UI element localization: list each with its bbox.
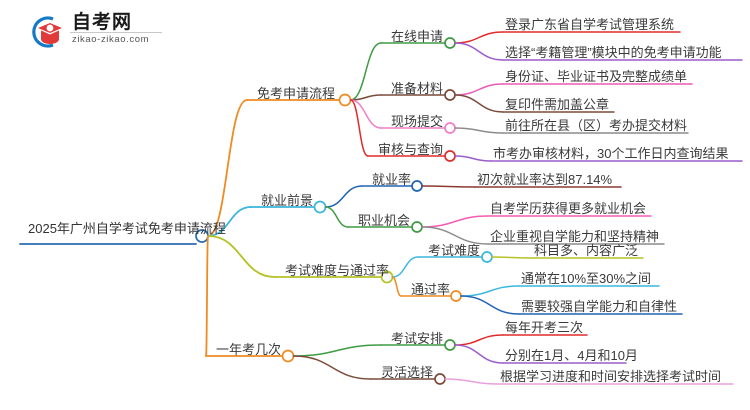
mindmap-node-dot[interactable]	[444, 122, 456, 134]
mindmap-node-dot[interactable]	[338, 93, 352, 107]
mindmap-edge	[454, 155, 492, 162]
mindmap-edge	[349, 99, 382, 129]
logo-domain: zikao-zikao.com	[72, 34, 150, 45]
mindmap-edge	[391, 276, 402, 297]
mindmap-leaf-label-0-1-0[interactable]: 身份证、毕业证书及完整成绩单	[505, 69, 688, 84]
mindmap-leaf-label-1-1-1[interactable]: 企业重视自学能力和坚持精神	[490, 229, 660, 244]
mindmap-edge	[324, 206, 349, 228]
mindmap-edge	[421, 185, 476, 188]
logo-mark-icon	[32, 16, 62, 48]
mindmap-root-label[interactable]: 2025年广州自学考试免考申请流程	[28, 221, 226, 236]
mindmap-leaf-label-2-1-0[interactable]: 通常在10%至30%之间	[521, 271, 652, 286]
mindmap-leaf-label-0-0-1[interactable]: 选择“考籍管理”模块中的免考申请功能	[505, 45, 722, 60]
mindmap-edge	[454, 334, 504, 346]
mindmap-edge	[349, 42, 382, 101]
logo-title: 自考网	[72, 12, 133, 33]
mindmap-edge	[454, 127, 504, 134]
mindmap-subbranch-label-0-2[interactable]: 现场提交	[391, 114, 444, 129]
mindmap-edge	[207, 235, 276, 278]
mindmap-node-dot[interactable]	[411, 180, 423, 192]
mindmap-node-dot[interactable]	[444, 339, 456, 351]
mindmap-node-dot[interactable]	[444, 89, 456, 101]
mindmap-leaf-label-3-0-1[interactable]: 分别在1月、4月和10月	[505, 348, 638, 363]
mindmap-node-dot[interactable]	[313, 200, 327, 214]
mindmap-edge	[391, 256, 419, 278]
mindmap-edge	[292, 344, 382, 357]
mindmap-node-dot[interactable]	[444, 150, 456, 162]
mindmap-subbranch-label-3-0[interactable]: 考试安排	[391, 331, 444, 346]
mindmap-edge	[421, 215, 489, 228]
mindmap-branch-label-0[interactable]: 免考申请流程	[257, 86, 336, 101]
mindmap-subbranch-label-0-0[interactable]: 在线申请	[391, 29, 444, 44]
mindmap-edge	[460, 285, 520, 297]
mindmap-edge	[205, 235, 209, 357]
mindmap-subbranch-label-2-1[interactable]: 通过率	[411, 282, 451, 297]
mindmap-subbranch-label-1-1[interactable]: 职业机会	[358, 213, 411, 228]
mindmap-subbranch-label-3-1[interactable]: 灵活选择	[381, 365, 434, 380]
mindmap-leaf-label-3-1-0[interactable]: 根据学习进度和时间安排选择考试时间	[500, 369, 722, 384]
mindmap-leaf-label-3-0-0[interactable]: 每年开考三次	[505, 320, 584, 335]
mindmap-leaf-label-2-0-0[interactable]: 科目多、内容广泛	[534, 243, 639, 258]
mindmap-leaf-label-2-1-1[interactable]: 需要较强自学能力和自律性	[521, 299, 678, 314]
mindmap-edge	[454, 31, 504, 44]
mindmap-edge	[454, 344, 504, 364]
mindmap-branch-label-2[interactable]: 考试难度与通过率	[285, 263, 390, 278]
mindmap-branch-label-3[interactable]: 一年考几次	[216, 342, 282, 357]
mindmap-edge	[454, 94, 504, 113]
mindmap-edge	[207, 99, 248, 237]
mindmap-node-dot[interactable]	[450, 290, 462, 302]
mindmap-leaf-label-0-0-0[interactable]: 登录广东省自学考试管理系统	[505, 17, 675, 32]
mindmap-node-dot[interactable]	[444, 37, 456, 49]
mindmap-subbranch-label-1-0[interactable]: 就业率	[372, 172, 412, 187]
mindmap-edge	[292, 355, 372, 380]
mindmap-leaf-label-1-0-0[interactable]: 初次就业率达到87.14%	[477, 172, 613, 187]
mindmap-node-dot[interactable]	[281, 349, 295, 363]
mindmap-edge	[421, 226, 489, 245]
mindmap-branch-label-1[interactable]: 就业前景	[261, 193, 314, 208]
mindmap-leaf-label-0-1-1[interactable]: 复印件需加盖公章	[505, 97, 610, 112]
mindmap-subbranch-label-0-3[interactable]: 审核与查询	[378, 142, 444, 157]
mindmap-edge	[454, 83, 504, 96]
mindmap-leaf-label-0-2-0[interactable]: 前往所在县（区）考办提交材料	[505, 118, 688, 133]
site-logo: 自考网 zikao-zikao.com	[26, 12, 162, 52]
mindmap-edge	[460, 295, 520, 315]
mindmap-leaf-label-0-3-0[interactable]: 市考办审核材料，30个工作日内查询结果	[493, 146, 729, 161]
mindmap-edge	[444, 378, 499, 385]
mindmap-edge	[207, 206, 252, 237]
mindmap-node-dot[interactable]	[434, 373, 446, 385]
mindmap-node-dot[interactable]	[481, 251, 493, 263]
mindmap-edge	[491, 256, 533, 259]
mindmap-subbranch-label-2-0[interactable]: 考试难度	[428, 243, 481, 258]
mindmap-node-dot[interactable]	[411, 221, 423, 233]
mindmap-edge	[454, 42, 504, 61]
mindmap-subbranch-label-0-1[interactable]: 准备材料	[391, 81, 444, 96]
logo-divider	[70, 32, 162, 33]
mindmap-edge	[349, 99, 369, 157]
mindmap-edge	[324, 185, 363, 208]
mindmap-leaf-label-1-1-0[interactable]: 自考学历获得更多就业机会	[490, 201, 647, 216]
